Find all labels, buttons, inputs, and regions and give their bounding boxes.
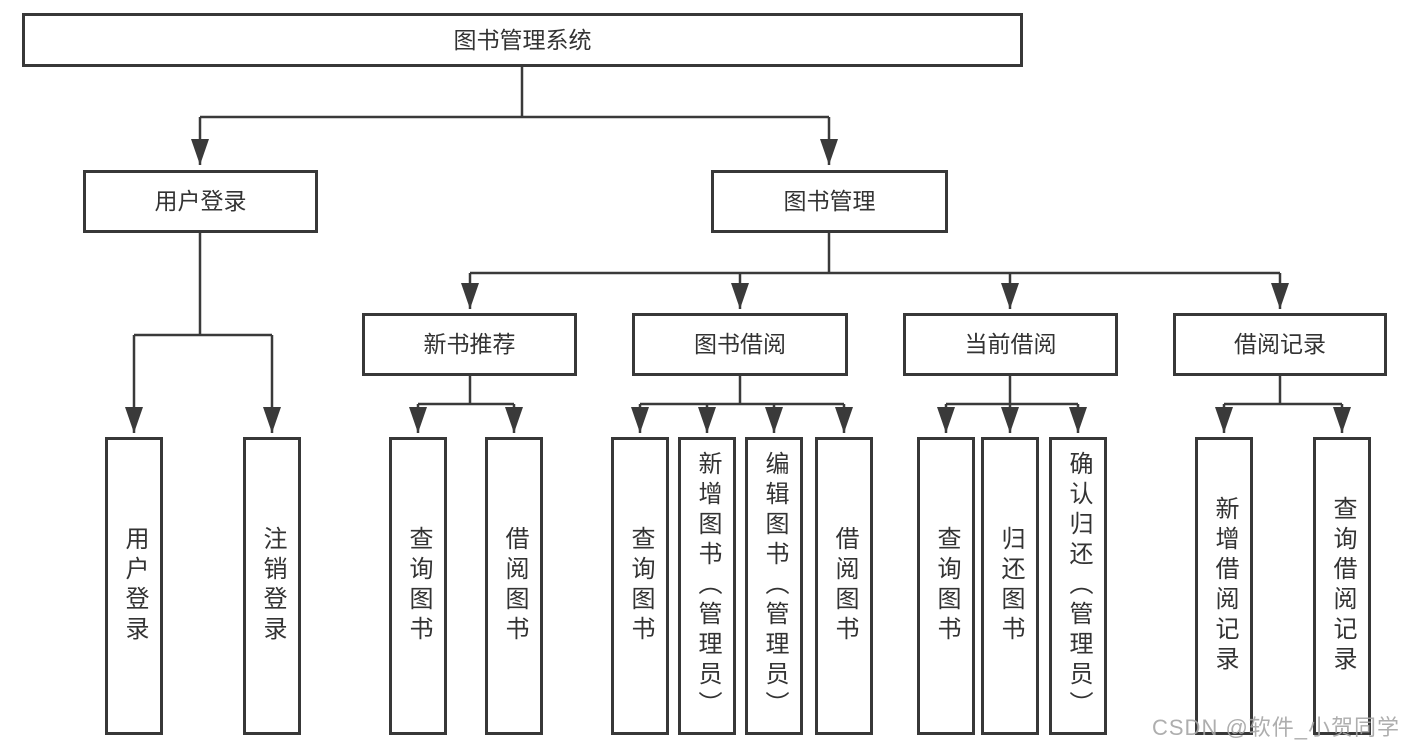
watermark: CSDN @软件_小贺同学: [1152, 715, 1401, 740]
leaf-query-book-current: 查询图书: [917, 437, 975, 735]
node-new-book-recommend: 新书推荐: [362, 313, 577, 376]
leaf-edit-book-admin: 编辑图书（管理员）: [745, 437, 803, 735]
node-root: 图书管理系统: [22, 13, 1023, 67]
leaf-query-borrow-record-label: 查询借阅记录: [1329, 496, 1356, 676]
connector-rails: [134, 67, 1342, 406]
connector-arrows: [125, 117, 1351, 433]
leaf-query-book-recommend: 查询图书: [389, 437, 447, 735]
leaf-borrow-book-recommend: 借阅图书: [485, 437, 543, 735]
node-borrow-records: 借阅记录: [1173, 313, 1387, 376]
node-book-borrow-label: 图书借阅: [694, 331, 786, 358]
leaf-query-book-recommend-label: 查询图书: [405, 526, 432, 646]
node-borrow-records-label: 借阅记录: [1234, 331, 1326, 358]
leaf-add-borrow-record: 新增借阅记录: [1195, 437, 1253, 735]
leaf-borrow-book-recommend-label: 借阅图书: [501, 526, 528, 646]
node-user-login-label: 用户登录: [154, 188, 247, 215]
leaf-edit-book-admin-label: 编辑图书（管理员）: [761, 451, 788, 721]
node-current-borrow-label: 当前借阅: [964, 331, 1057, 358]
leaf-query-borrow-record: 查询借阅记录: [1313, 437, 1371, 735]
leaf-return-book: 归还图书: [981, 437, 1039, 735]
node-book-borrow: 图书借阅: [632, 313, 848, 376]
leaf-confirm-return-admin-label: 确认归还（管理员）: [1065, 451, 1092, 721]
node-new-book-recommend-label: 新书推荐: [423, 331, 516, 358]
leaf-logout-label: 注销登录: [259, 526, 286, 646]
leaf-add-book-admin-label: 新增图书（管理员）: [694, 451, 721, 721]
leaf-user-login: 用户登录: [105, 437, 163, 735]
leaf-user-login-label: 用户登录: [121, 526, 148, 646]
leaf-borrow-book-borrow: 借阅图书: [815, 437, 873, 735]
leaf-borrow-book-borrow-label: 借阅图书: [831, 526, 858, 646]
node-current-borrow: 当前借阅: [903, 313, 1118, 376]
leaf-query-book-current-label: 查询图书: [933, 526, 960, 646]
leaf-query-book-borrow: 查询图书: [611, 437, 669, 735]
leaf-logout: 注销登录: [243, 437, 301, 735]
node-book-management-label: 图书管理: [783, 188, 876, 215]
leaf-add-book-admin: 新增图书（管理员）: [678, 437, 736, 735]
node-root-label: 图书管理系统: [453, 26, 592, 53]
leaf-return-book-label: 归还图书: [997, 526, 1024, 646]
node-book-management: 图书管理: [711, 170, 948, 233]
leaf-query-book-borrow-label: 查询图书: [627, 526, 654, 646]
leaf-confirm-return-admin: 确认归还（管理员）: [1049, 437, 1107, 735]
leaf-add-borrow-record-label: 新增借阅记录: [1211, 496, 1238, 676]
node-user-login: 用户登录: [83, 170, 318, 233]
